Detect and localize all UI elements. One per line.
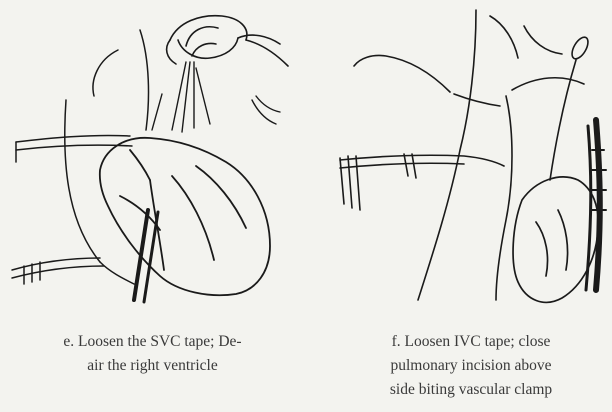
vessels xyxy=(354,10,584,300)
tape-loop xyxy=(550,35,591,180)
svc-tape xyxy=(152,62,280,132)
caption-line: f. Loosen IVC tape; close xyxy=(330,330,612,354)
caption-f: f. Loosen IVC tape; close pulmonary inci… xyxy=(330,330,612,402)
caption-line: air the right ventricle xyxy=(10,354,295,378)
hand-icon xyxy=(167,16,288,66)
clamp-illustration xyxy=(300,0,612,320)
panel-f: f. Loosen IVC tape; close pulmonary inci… xyxy=(300,0,612,412)
panel-e: e. Loosen the SVC tape; De- air the righ… xyxy=(0,0,300,412)
heart-illustration xyxy=(0,0,300,320)
ivc-tube xyxy=(12,258,104,284)
caption-line: e. Loosen the SVC tape; De- xyxy=(10,330,295,354)
caption-line: pulmonary incision above xyxy=(330,354,612,378)
heart-icon xyxy=(100,138,270,295)
vessels xyxy=(16,30,148,284)
caption-e: e. Loosen the SVC tape; De- air the righ… xyxy=(10,330,295,378)
ivc-tape xyxy=(340,154,504,210)
caption-line: side biting vascular clamp xyxy=(330,378,612,402)
